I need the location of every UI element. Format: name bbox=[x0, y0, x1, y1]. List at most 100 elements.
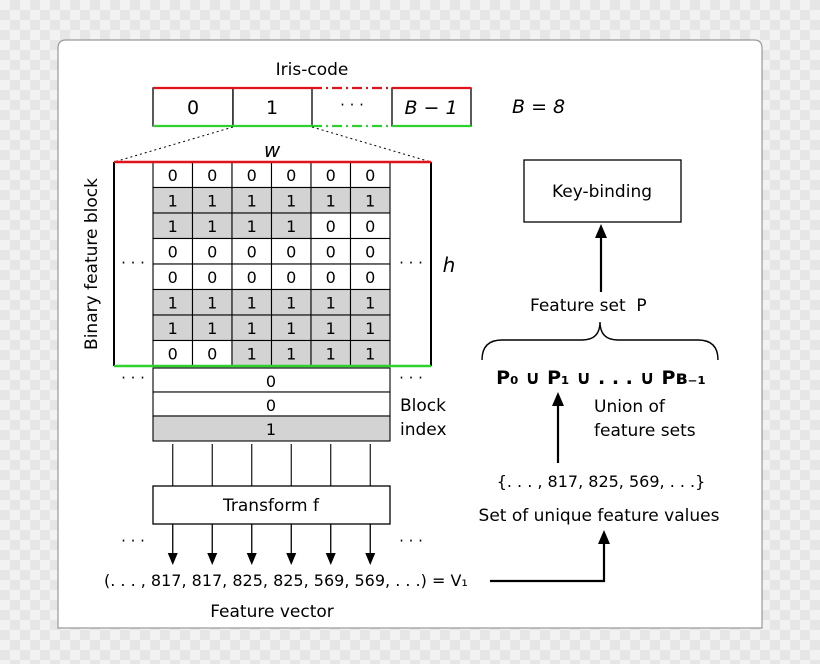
arrowhead-icon bbox=[167, 553, 178, 565]
union-label: feature sets bbox=[594, 421, 696, 441]
bit-cell bbox=[270, 186, 312, 214]
bit-cell bbox=[191, 186, 233, 214]
output-ellipsis-right: · · · bbox=[399, 532, 423, 550]
bit-value: 0 bbox=[326, 242, 336, 261]
zoom-line bbox=[113, 126, 234, 163]
bit-cell bbox=[152, 339, 194, 367]
bit-value: 1 bbox=[207, 191, 217, 210]
iris-code-cell: · · · bbox=[340, 96, 364, 114]
bit-value: 1 bbox=[168, 191, 178, 210]
bit-value: 0 bbox=[326, 166, 336, 185]
bit-value: 0 bbox=[326, 268, 336, 287]
iris-code-cell: 0 bbox=[187, 97, 199, 119]
bit-value: 0 bbox=[365, 242, 375, 261]
block-index-label: Block bbox=[400, 396, 446, 416]
bit-value: 1 bbox=[365, 344, 375, 363]
bit-cell bbox=[152, 263, 194, 291]
bit-value: 1 bbox=[168, 217, 178, 236]
vector-to-set-arrow bbox=[490, 534, 606, 583]
zoom-line bbox=[311, 126, 432, 163]
bit-cell bbox=[191, 314, 233, 342]
bit-cell bbox=[231, 339, 273, 367]
block-ellipsis-right: · · · bbox=[399, 254, 423, 272]
transform-input-lines bbox=[172, 444, 371, 486]
bit-value: 0 bbox=[247, 268, 257, 287]
unique-values-expression: {. . . , 817, 825, 569, . . .} bbox=[497, 472, 706, 491]
transform-output-arrows bbox=[167, 524, 376, 565]
union-label: Union of bbox=[594, 397, 666, 417]
bit-cell bbox=[152, 237, 194, 265]
bit-value: 0 bbox=[365, 268, 375, 287]
arrowhead-icon bbox=[246, 553, 257, 565]
bit-value: 1 bbox=[286, 293, 296, 312]
bit-value: 1 bbox=[365, 191, 375, 210]
iris-code-strip bbox=[152, 86, 472, 128]
bit-value: 0 bbox=[168, 344, 178, 363]
bit-cell bbox=[310, 186, 352, 214]
iris-code-cell: 1 bbox=[266, 97, 278, 119]
bit-cell bbox=[270, 339, 312, 367]
bit-value: 0 bbox=[168, 166, 178, 185]
bit-value: 1 bbox=[247, 319, 257, 338]
bit-value: 1 bbox=[247, 191, 257, 210]
bit-cell bbox=[231, 161, 273, 189]
output-ellipsis-left: · · · bbox=[121, 532, 145, 550]
binary-feature-block-label: Binary feature block bbox=[82, 178, 102, 350]
bit-value: 0 bbox=[207, 268, 217, 287]
block-index-column bbox=[152, 367, 391, 442]
bit-value: 1 bbox=[326, 319, 336, 338]
block-width-label: w bbox=[264, 138, 281, 162]
feature-vector-label: Feature vector bbox=[210, 602, 334, 622]
bit-cell bbox=[349, 288, 391, 316]
bit-cell bbox=[270, 314, 312, 342]
bit-cell bbox=[270, 288, 312, 316]
bit-value: 1 bbox=[168, 293, 178, 312]
key-binding-label: Key-binding bbox=[552, 182, 652, 202]
index-ellipsis-right: · · · bbox=[399, 369, 423, 387]
bit-value: 1 bbox=[326, 191, 336, 210]
bit-value: 0 bbox=[286, 166, 296, 185]
bit-value: 0 bbox=[286, 268, 296, 287]
bit-value: 1 bbox=[286, 191, 296, 210]
b-equals-label: B = 8 bbox=[512, 96, 565, 118]
brace bbox=[481, 321, 719, 361]
bit-value: 0 bbox=[247, 242, 257, 261]
transform-box bbox=[152, 485, 391, 525]
arrowhead-icon bbox=[552, 392, 564, 406]
arrowhead-icon bbox=[325, 553, 336, 565]
arrowhead-icon bbox=[595, 224, 607, 238]
bit-cell bbox=[191, 339, 233, 367]
bit-value: 0 bbox=[365, 217, 375, 236]
block-index-bit: 1 bbox=[266, 420, 276, 439]
index-ellipsis-left: · · · bbox=[121, 369, 145, 387]
bit-cell bbox=[191, 212, 233, 240]
bit-value: 1 bbox=[207, 217, 217, 236]
bit-value: 1 bbox=[365, 319, 375, 338]
block-index-label: index bbox=[400, 420, 447, 440]
bit-cell bbox=[152, 212, 194, 240]
bit-value: 1 bbox=[168, 319, 178, 338]
bit-cell bbox=[231, 237, 273, 265]
bit-value: 0 bbox=[207, 166, 217, 185]
bit-cell bbox=[349, 314, 391, 342]
bit-value: 1 bbox=[286, 319, 296, 338]
bit-value: 0 bbox=[207, 242, 217, 261]
bit-value: 1 bbox=[247, 293, 257, 312]
transform-label: Transform f bbox=[222, 496, 320, 516]
bit-cell bbox=[270, 212, 312, 240]
bit-value: 0 bbox=[168, 242, 178, 261]
bit-value: 1 bbox=[247, 217, 257, 236]
bit-value: 1 bbox=[326, 344, 336, 363]
bit-value: 0 bbox=[247, 166, 257, 185]
block-index-bit: 0 bbox=[266, 396, 276, 415]
feature-set-label: Feature set P bbox=[530, 296, 647, 316]
bit-value: 0 bbox=[326, 217, 336, 236]
bit-cell bbox=[191, 237, 233, 265]
bit-cell bbox=[349, 186, 391, 214]
arrowhead-icon bbox=[365, 553, 376, 565]
bit-value: 1 bbox=[326, 293, 336, 312]
bit-value: 1 bbox=[207, 319, 217, 338]
bit-cell bbox=[349, 212, 391, 240]
